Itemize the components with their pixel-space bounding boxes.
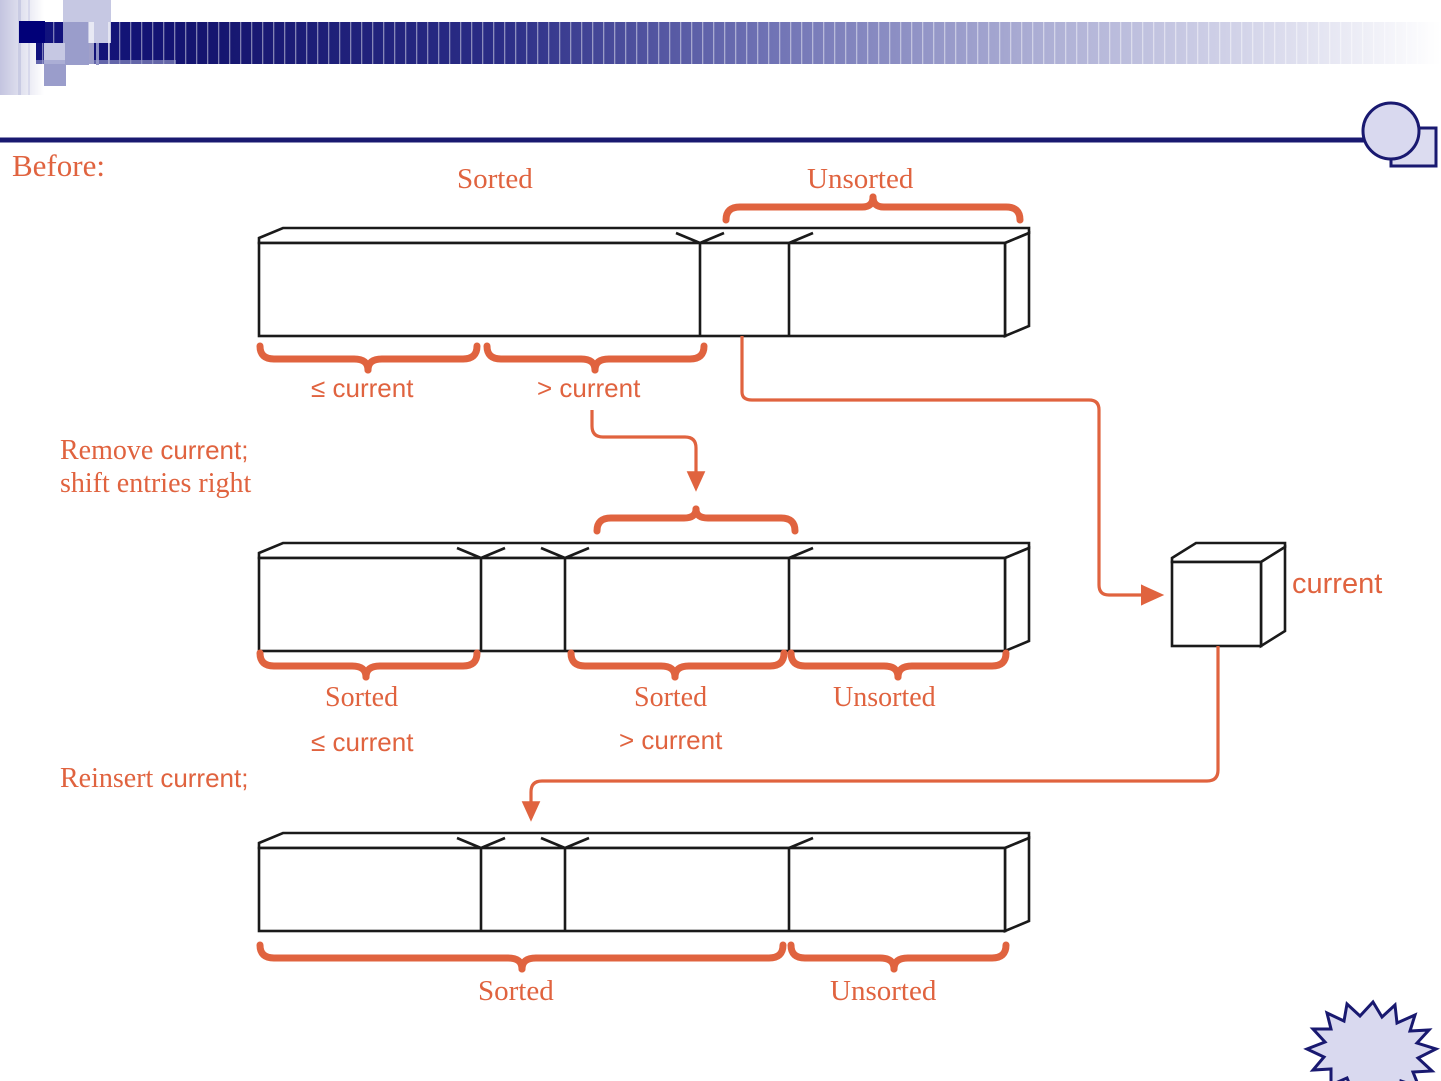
- label-unsorted-bottom: Unsorted: [830, 975, 937, 1007]
- brace-gt-current: [483, 342, 708, 374]
- header-stripe: [18, 0, 21, 95]
- header-stripe: [96, 43, 99, 65]
- label-gt-current-row2: > current: [619, 725, 723, 755]
- current-cube-shape: [1170, 541, 1287, 649]
- header-stripe: [89, 22, 94, 64]
- label-sorted-top: Sorted: [457, 163, 533, 195]
- header-decoration: [0, 0, 1441, 95]
- label-le-current-row2: ≤ current: [311, 727, 414, 757]
- header-square-icon: [19, 21, 45, 43]
- page-title: Before:: [12, 148, 105, 183]
- brace-le-current: [256, 342, 481, 374]
- header-underline: [36, 60, 176, 64]
- brace-unsorted-final: [787, 941, 1010, 973]
- starburst-shape: [1303, 999, 1440, 1081]
- starburst-decoration: [1303, 999, 1440, 1081]
- header-block: [63, 0, 88, 22]
- annotation-reinsert-current-word: current;: [160, 763, 249, 793]
- label-sorted-mid-right: Sorted: [634, 682, 708, 713]
- annotation-remove-current-word: current;: [160, 435, 249, 465]
- label-unsorted-mid: Unsorted: [833, 682, 936, 713]
- brace-gt-current-top: [593, 505, 799, 535]
- title-rule-and-badge: [0, 101, 1438, 168]
- annotation-shift-text: shift entries right: [60, 468, 252, 499]
- shifted-array-shape: [257, 541, 1031, 653]
- badge-circle: [1361, 101, 1421, 161]
- reinsert-connector: [521, 646, 1220, 822]
- before-array-shape: [257, 226, 1031, 338]
- label-le-current-row1: ≤ current: [311, 373, 414, 403]
- annotation-reinsert-text: Reinsert: [60, 763, 161, 794]
- brace-sorted-le: [256, 649, 481, 681]
- header-stripe: [28, 0, 30, 95]
- brace-sorted-gt: [567, 649, 788, 681]
- brace-unsorted-top: [722, 193, 1024, 224]
- gap-pointer-connector: [590, 410, 706, 492]
- annotation-remove-text: Remove: [60, 435, 161, 466]
- annotation-remove-current: Remove current; shift entries right: [60, 434, 251, 500]
- label-current-cube: current: [1292, 568, 1383, 600]
- annotation-reinsert-current: Reinsert current;: [60, 765, 248, 793]
- label-gt-current-row1: > current: [537, 373, 641, 403]
- label-sorted-bottom: Sorted: [478, 975, 554, 1007]
- label-unsorted-top: Unsorted: [807, 163, 914, 195]
- label-sorted-mid-left: Sorted: [325, 682, 399, 713]
- reinserted-array-shape: [257, 831, 1031, 933]
- brace-sorted-final: [256, 941, 787, 973]
- extract-current-connector: [740, 336, 1165, 606]
- header-stripe: [108, 22, 110, 64]
- header-block: [44, 64, 66, 86]
- header-block: [65, 43, 89, 65]
- brace-unsorted-mid: [787, 649, 1010, 681]
- header-band-stripes: [36, 22, 1441, 64]
